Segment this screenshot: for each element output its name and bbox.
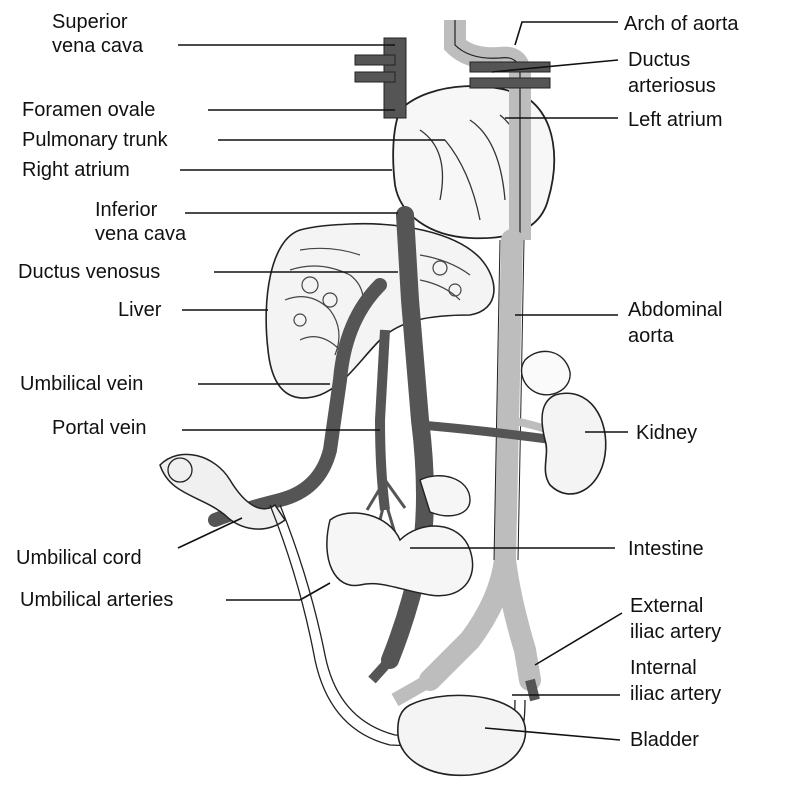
- label-kidney: Kidney: [636, 422, 698, 444]
- intestine-shape: [326, 512, 474, 597]
- label-pulmonary-trunk: Pulmonary trunk: [22, 129, 168, 151]
- bladder-shape: [397, 694, 527, 777]
- abdominal-aorta: [419, 229, 541, 691]
- label-umbilical-cord: Umbilical cord: [16, 547, 142, 569]
- label-liver: Liver: [118, 299, 162, 321]
- label-foramen-ovale: Foramen ovale: [22, 99, 156, 121]
- label-ductus-arteriosus-line1: Ductus: [628, 49, 691, 71]
- label-intestine: Intestine: [628, 538, 704, 560]
- label-external-iliac-line2: iliac artery: [630, 621, 722, 643]
- label-internal-iliac-line2: iliac artery: [630, 683, 722, 705]
- label-abdominal-aorta-line2: aorta: [628, 325, 674, 347]
- label-inferior-vena-cava-line1: Inferior: [95, 199, 158, 221]
- label-external-iliac-line1: External: [630, 595, 704, 617]
- label-right-atrium: Right atrium: [22, 159, 130, 181]
- label-ductus-venosus: Ductus venosus: [18, 261, 161, 283]
- leader-lines: [177, 21, 628, 741]
- label-superior-vena-cava-line2: vena cava: [52, 35, 144, 57]
- label-superior-vena-cava-line1: Superior: [52, 11, 128, 33]
- kidney-shape: [541, 392, 607, 495]
- label-umbilical-arteries: Umbilical arteries: [20, 589, 174, 611]
- label-left-atrium: Left atrium: [628, 109, 723, 131]
- label-ductus-arteriosus-line2: arteriosus: [628, 75, 716, 97]
- label-bladder: Bladder: [630, 729, 699, 751]
- label-arch-of-aorta: Arch of aorta: [624, 13, 739, 35]
- label-inferior-vena-cava-line2: vena cava: [95, 223, 187, 245]
- label-portal-vein: Portal vein: [52, 417, 147, 439]
- label-abdominal-aorta-line1: Abdominal: [628, 299, 723, 321]
- label-umbilical-vein: Umbilical vein: [20, 373, 144, 395]
- label-internal-iliac-line1: Internal: [630, 657, 697, 679]
